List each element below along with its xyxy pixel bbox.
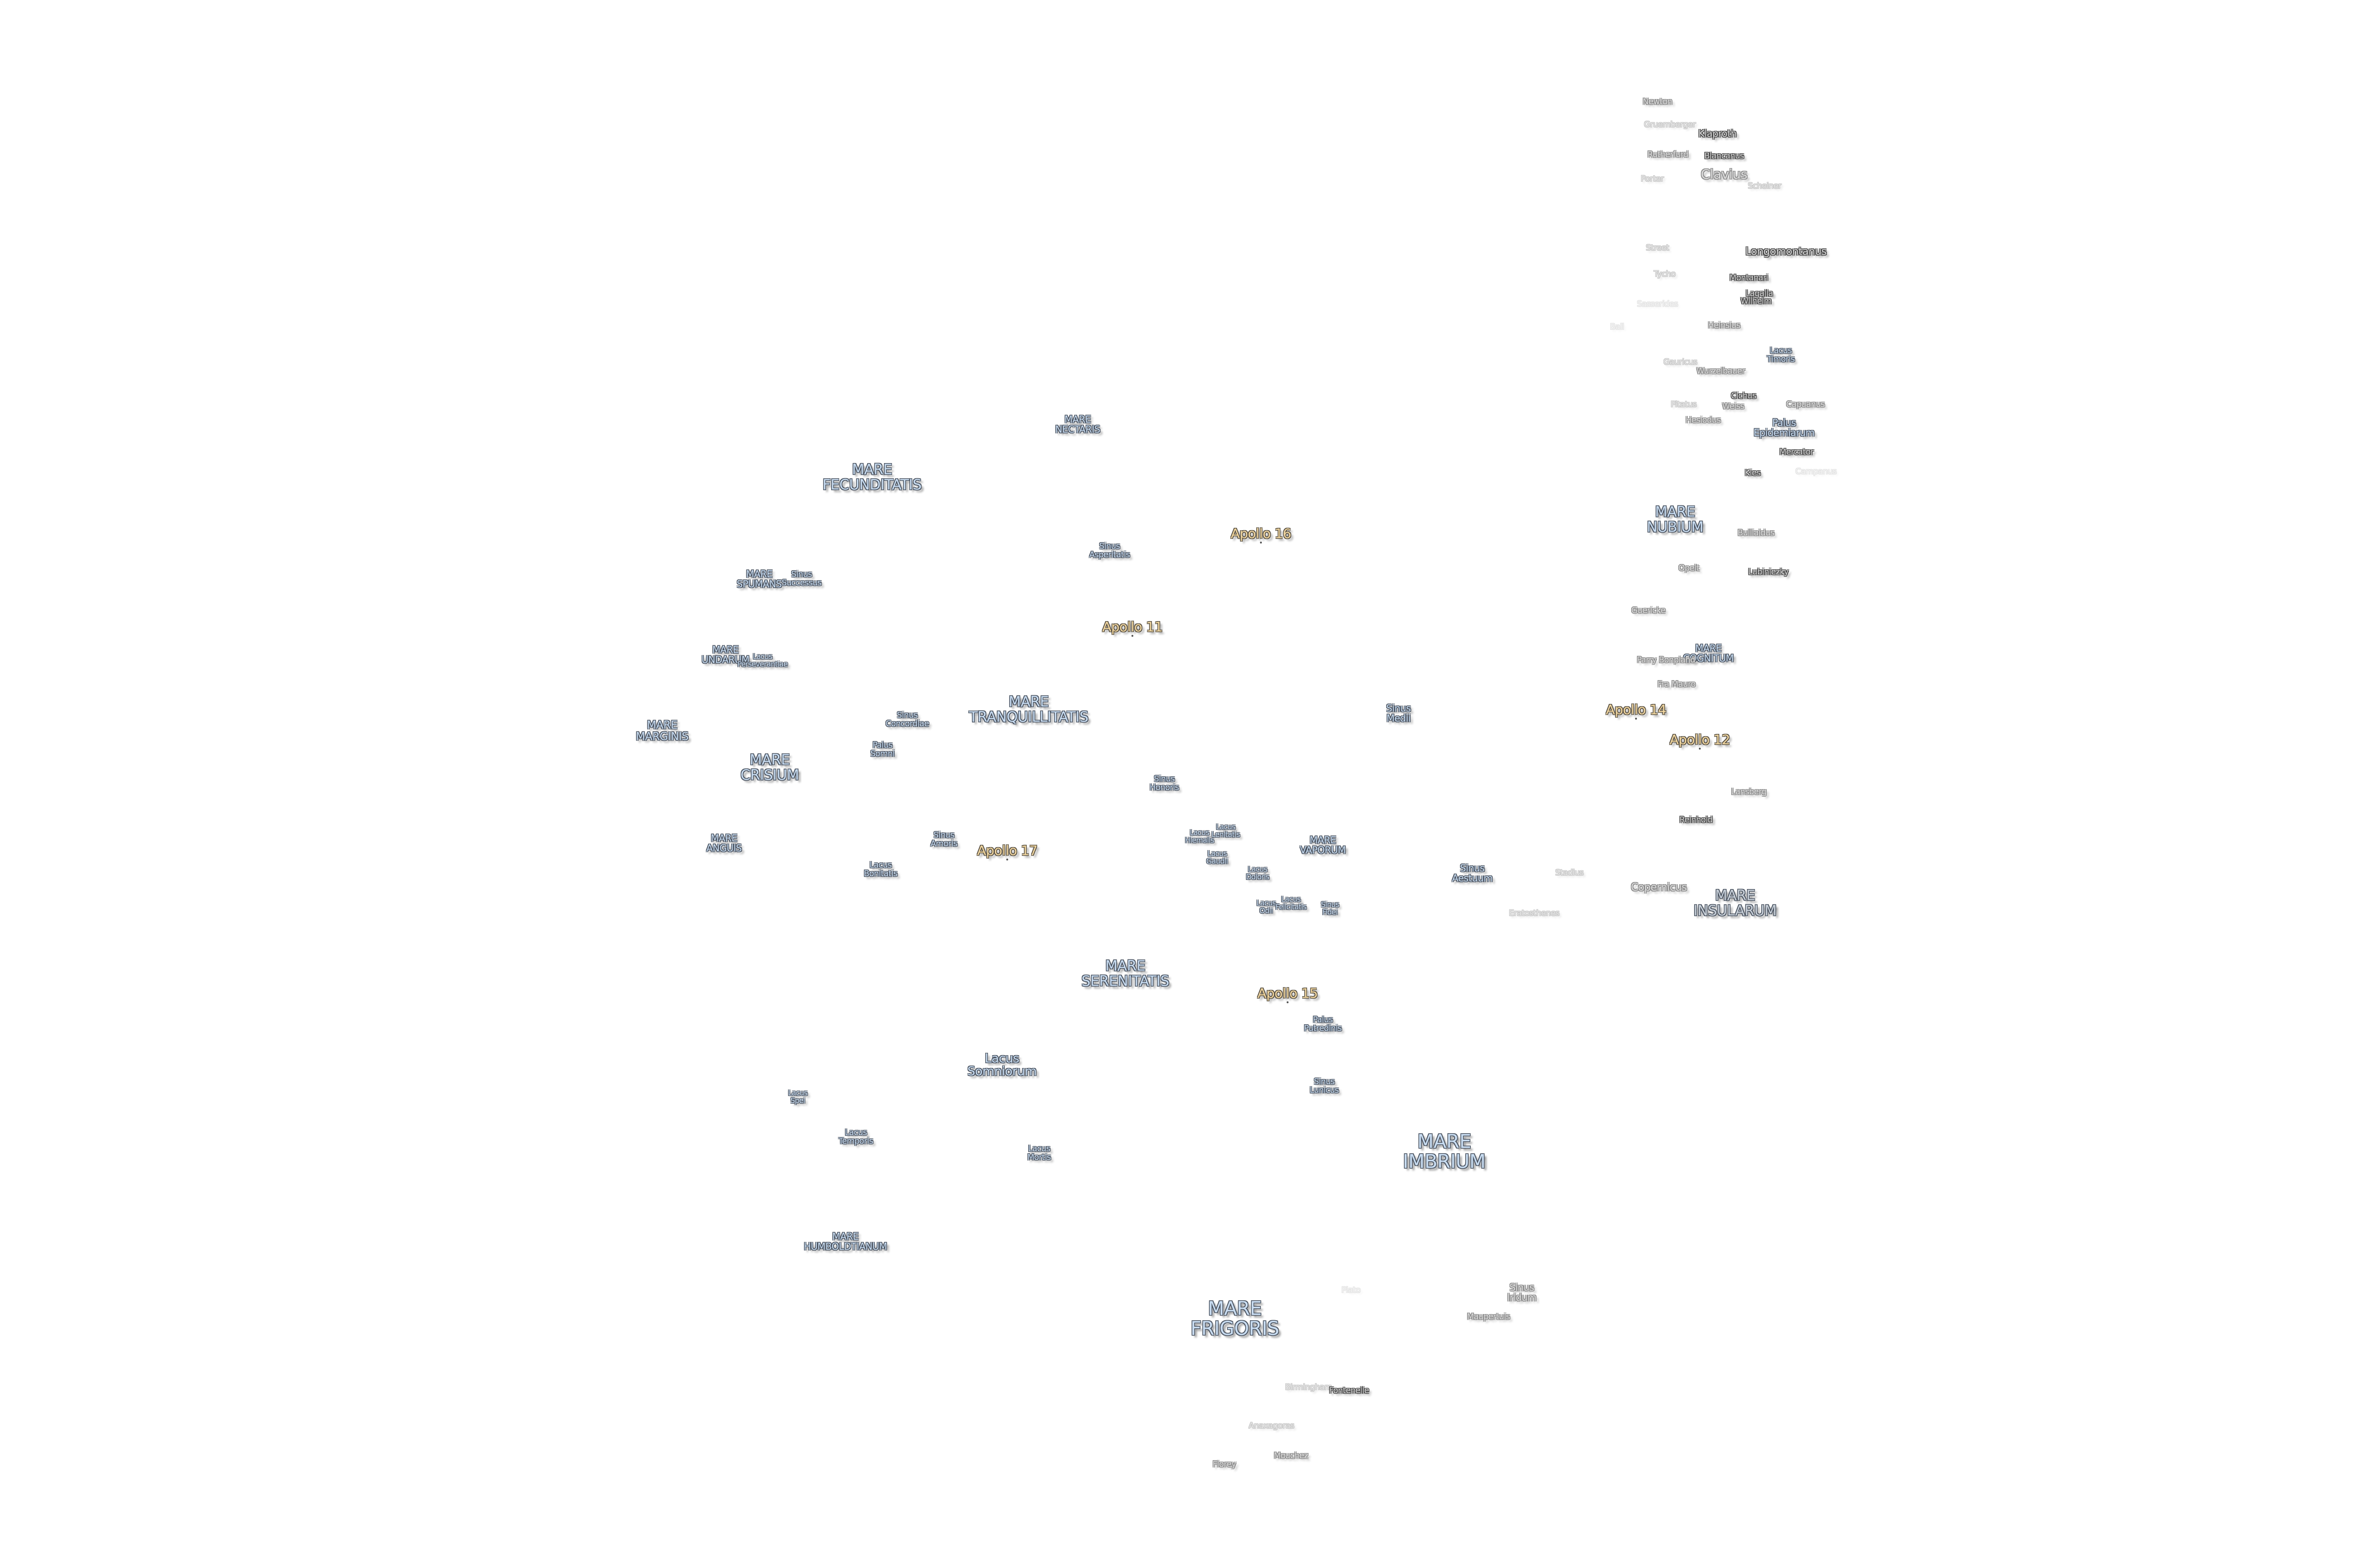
label-palus-putredinis: Palus Putredinis: [1304, 1015, 1342, 1033]
label-crater-klaproth: Klaproth: [1698, 128, 1737, 139]
label-lacus-temporis: Lacus Temporis: [838, 1128, 873, 1146]
label-sinus-fidei: Sinus Fidei: [1320, 900, 1339, 916]
label-crater-anaxagoras: Anaxagoras: [1249, 1421, 1294, 1431]
label-lacus-gaudii: Lacus Gaudii: [1206, 849, 1228, 865]
label-crater-hesiodus: Hesiodus: [1686, 415, 1721, 425]
label-crater-clavius: Clavius: [1701, 166, 1747, 182]
label-crater-fontenelle: Fontenelle: [1329, 1386, 1369, 1396]
label-lacus-perseverantiae: Lacus Perseverantiae: [737, 652, 788, 668]
label-sinus-amoris: Sinus Amoris: [930, 830, 958, 849]
landing-site-marker: [1287, 1001, 1289, 1003]
label-sinus-successus: Sinus Successus: [782, 570, 822, 588]
label-sinus-iridum: Sinus Iridum: [1507, 1282, 1537, 1303]
label-crater-lansberg: Lansberg: [1731, 787, 1767, 797]
label-apollo-14: Apollo 14: [1606, 702, 1666, 718]
label-mare-crisium: MARE CRISIUM: [740, 751, 799, 783]
label-crater-bullialdus: Bullialdus: [1737, 528, 1775, 538]
label-palus-somni: Palus Somni: [870, 741, 895, 759]
label-crater-tycho: Tycho: [1654, 269, 1676, 279]
label-crater-fra-mauro: Fra Mauro: [1657, 680, 1696, 690]
label-crater-longomontanus: Longomontanus: [1745, 246, 1827, 258]
label-crater-lagalla: Lagalla: [1745, 289, 1773, 299]
landing-site-marker: [1260, 542, 1262, 544]
label-lacus-mortis: Lacus Mortis: [1027, 1144, 1051, 1162]
label-mare-insularum: MARE INSULARUM: [1693, 887, 1777, 919]
label-sinus-lunicus: Sinus Lunicus: [1309, 1077, 1339, 1095]
label-mare-undarum: MARE UNDARUM: [701, 644, 750, 665]
label-apollo-12: Apollo 12: [1669, 731, 1730, 748]
label-crater-gauricus: Gauricus: [1663, 357, 1697, 367]
label-crater-eratosthenes: Eratosthenes: [1508, 909, 1560, 919]
label-lacus-felicitatis: Lacus Felicitatis: [1275, 895, 1307, 911]
label-crater-campanus: Campanus: [1795, 467, 1837, 477]
landing-site-marker: [1699, 748, 1701, 750]
label-crater-heinsius: Heinsius: [1708, 321, 1740, 331]
label-crater-gruemberger: Gruemberger: [1644, 120, 1696, 130]
landing-site-marker: [1635, 718, 1637, 720]
label-crater-scheiner: Scheiner: [1747, 181, 1782, 191]
label-crater-birmingham: Birmingham: [1285, 1383, 1332, 1393]
label-crater-sasserides: Sasserides: [1636, 299, 1678, 309]
label-crater-lubiniezky: Lubiniezky: [1748, 567, 1789, 577]
landing-site-marker: [1131, 635, 1133, 637]
label-lacus-spei: Lacus Spei: [788, 1088, 808, 1105]
label-palus-epidemiarum: Palus Epidemiarum: [1753, 417, 1815, 438]
label-lacus-hiemalis: Lacus Hiemalis: [1185, 828, 1214, 844]
label-mare-anguis: MARE ANGUIS: [706, 832, 742, 854]
label-crater-blancanus: Blancanus: [1704, 151, 1744, 161]
label-mare-nubium: MARE NUBIUM: [1646, 504, 1704, 535]
label-apollo-16: Apollo 16: [1230, 525, 1291, 542]
label-mare-spumans: MARE SPUMANS: [736, 568, 782, 590]
label-crater-wurzelbauer: Wurzelbauer: [1696, 366, 1745, 376]
landing-site-marker: [1006, 859, 1008, 860]
label-crater-maupertuis: Maupertuis: [1467, 1312, 1510, 1322]
label-apollo-17: Apollo 17: [977, 842, 1038, 859]
label-crater-newton: Newton: [1643, 97, 1672, 107]
label-lacus-doloris: Lacus Doloris: [1246, 865, 1269, 881]
label-crater-mercator: Mercator: [1779, 447, 1814, 457]
label-mare-nectaris: MARE NECTARIS: [1055, 414, 1101, 435]
label-mare-marginis: MARE MARGINIS: [635, 719, 689, 743]
label-crater-porter: Porter: [1640, 174, 1664, 184]
label-crater-wilhelm: Wilhelm: [1740, 297, 1772, 306]
label-apollo-15: Apollo 15: [1257, 985, 1318, 1001]
label-mare-cognitum: MARE COGNITUM: [1683, 642, 1734, 664]
label-mare-humboldtianum: MARE HUMBOLDTIANUM: [803, 1231, 887, 1252]
label-crater-weiss: Weiss: [1722, 402, 1745, 412]
label-crater-plato: Plato: [1341, 1285, 1360, 1295]
label-lacus-somniorum: Lacus Somniorum: [967, 1051, 1037, 1079]
label-crater-copernicus: Copernicus: [1631, 881, 1687, 894]
label-crater-ball: Ball: [1610, 322, 1624, 332]
label-mare-fecunditatis: MARE FECUNDITATIS: [823, 461, 922, 493]
label-crater-street: Street: [1646, 243, 1669, 253]
label-crater-montanari: Montanari: [1729, 273, 1768, 283]
label-sinus-honoris: Sinus Honoris: [1150, 774, 1179, 792]
label-crater-parry-bonpland: Parry Bonpland: [1636, 655, 1696, 665]
label-crater-reinhold: Reinhold: [1679, 815, 1713, 825]
label-sinus-aestuum: Sinus Aestuum: [1452, 862, 1493, 884]
label-mare-serenitatis: MARE SERENITATIS: [1081, 958, 1170, 989]
label-sinus-concordiae: Sinus Concordiae: [885, 711, 929, 729]
label-lacus-timoris: Lacus Timoris: [1766, 346, 1795, 364]
label-crater-cichus: Cichus: [1731, 391, 1756, 401]
label-sinus-asperitatis: Sinus Asperitatis: [1089, 542, 1130, 560]
label-crater-capuanus: Capuanus: [1786, 400, 1825, 410]
label-crater-kies: Kies: [1745, 468, 1761, 478]
label-crater-florey: Florey: [1212, 1460, 1236, 1470]
label-mare-vaporum: MARE VAPORUM: [1299, 834, 1346, 856]
label-crater-stadius: Stadius: [1555, 868, 1584, 878]
label-crater-pitatus: Pitatus: [1670, 400, 1697, 410]
label-mare-frigoris: MARE FRIGORIS: [1190, 1298, 1279, 1340]
label-crater-guericke: Guericke: [1631, 606, 1666, 616]
label-crater-rutherfurd: Rutherfurd: [1647, 150, 1688, 160]
label-apollo-11: Apollo 11: [1102, 619, 1163, 635]
label-sinus-medii: Sinus Medii: [1386, 702, 1411, 724]
label-crater-mouchez: Mouchez: [1274, 1451, 1308, 1461]
label-lacus-lenitatis: Lacus Lenitatis: [1211, 822, 1240, 839]
label-crater-opelt: Opelt: [1678, 563, 1699, 573]
label-lacus-bonitatis: Lacus Bonitatis: [863, 860, 898, 879]
label-mare-tranquillitatis: MARE TRANQUILLITATIS: [969, 693, 1089, 725]
label-mare-imbrium: MARE IMBRIUM: [1403, 1131, 1486, 1173]
label-lacus-odii: Lacus Odii: [1256, 899, 1276, 915]
